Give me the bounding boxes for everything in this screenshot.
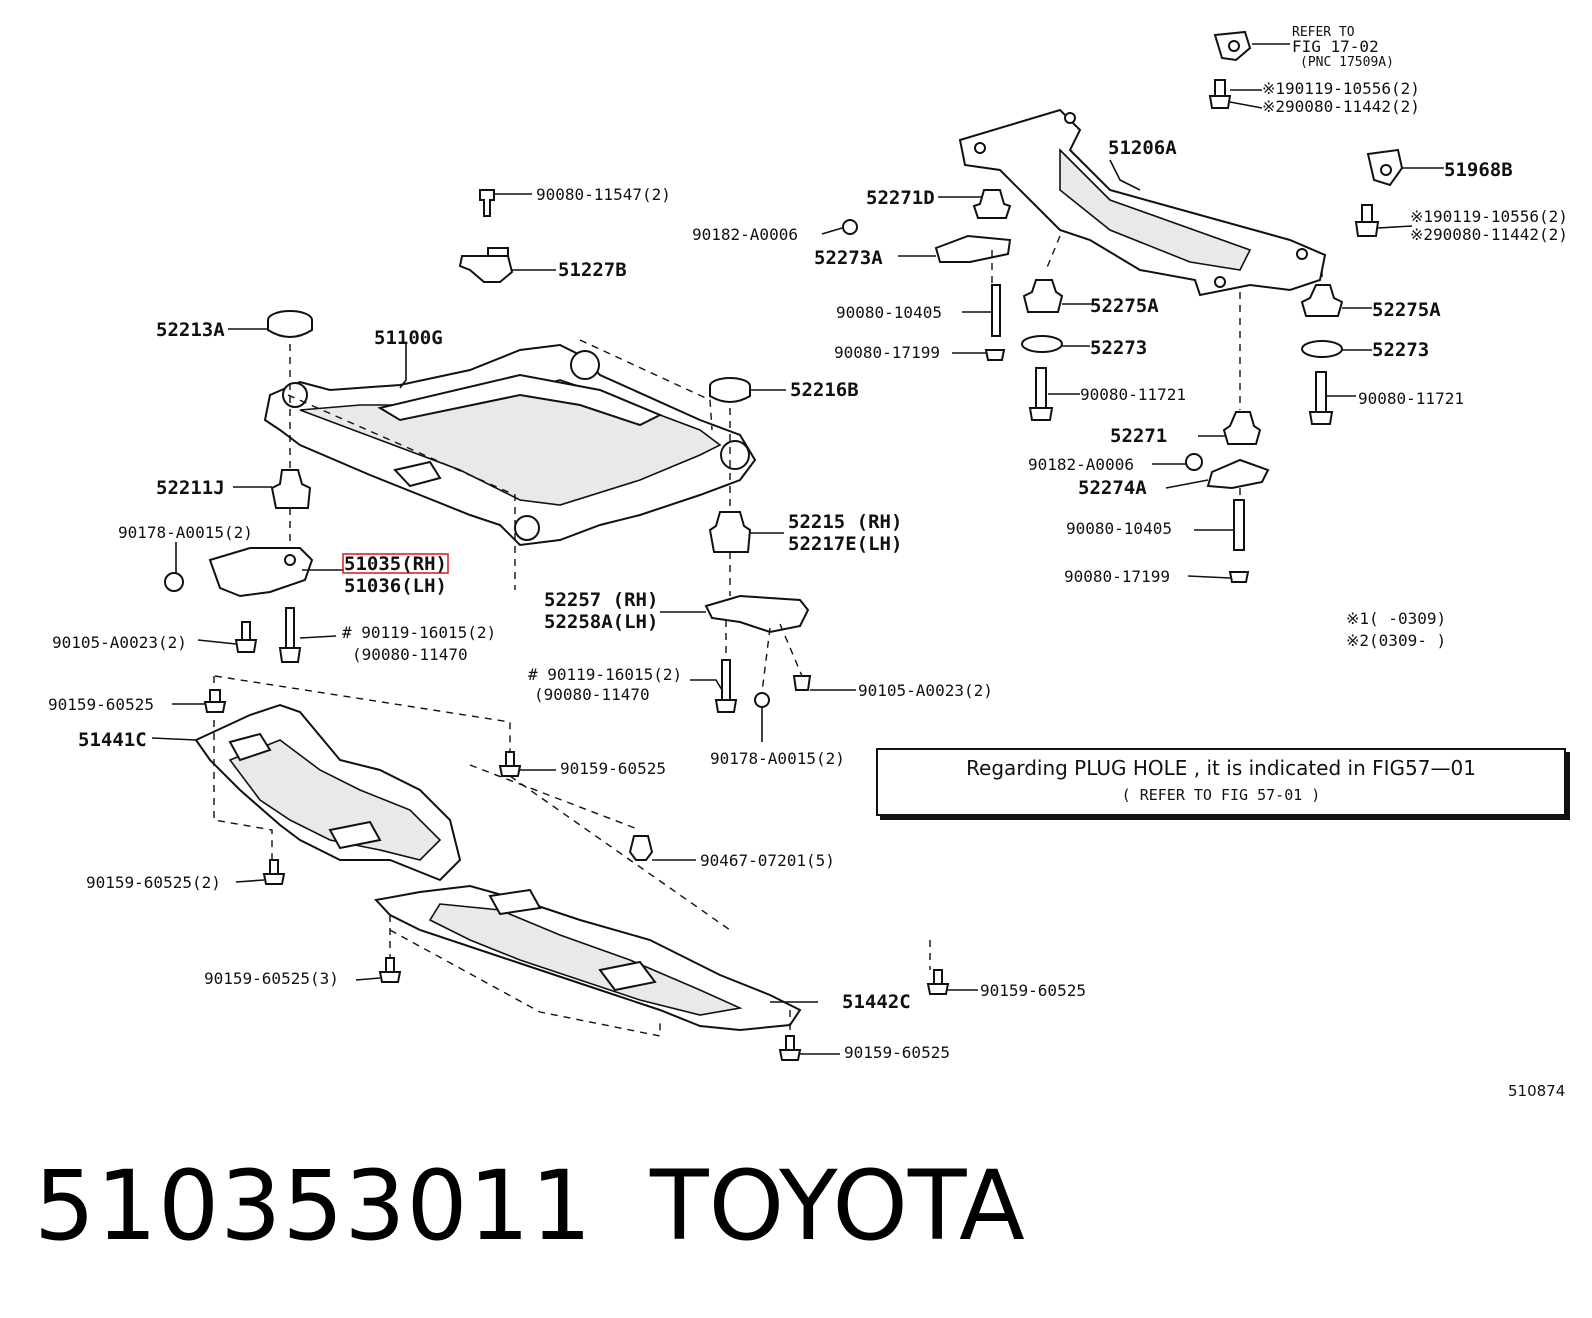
label-90080-11547: 90080-11547(2) bbox=[536, 185, 671, 204]
label-52275A-a: 52275A bbox=[1090, 295, 1159, 317]
label-90080-17199-b: 90080-17199 bbox=[1064, 567, 1170, 586]
leader-lines bbox=[151, 43, 1444, 1055]
note-line-2: ( REFER TO FIG 57-01 ) bbox=[1121, 786, 1321, 804]
label-51206A: 51206A bbox=[1108, 137, 1177, 159]
front-mount-52213A bbox=[267, 310, 313, 338]
label-51035: 51035(RH) bbox=[344, 553, 447, 575]
front-mount-52215 bbox=[708, 511, 752, 553]
note-line-1: Regarding PLUG HOLE , it is indicated in… bbox=[966, 756, 1476, 780]
label-51100G: 51100G bbox=[374, 327, 443, 349]
under-cover-51441C bbox=[194, 703, 462, 882]
label-90105-A0023-b: 90105-A0023(2) bbox=[858, 681, 993, 700]
rear-mount-left-stack bbox=[842, 189, 1064, 421]
label-52275A-b: 52275A bbox=[1372, 299, 1441, 321]
bracket-pnc-17509A bbox=[1208, 30, 1252, 109]
rear-crossmember-51206A bbox=[958, 108, 1327, 297]
label-90159-60525-c: 90159-60525(2) bbox=[86, 873, 221, 892]
highlight-51035 bbox=[342, 553, 449, 574]
label-90159-60525-e: 90159-60525 bbox=[980, 981, 1086, 1000]
label-90080-11470-a: (90080-11470 bbox=[352, 645, 468, 664]
label-52211J: 52211J bbox=[156, 477, 225, 499]
bracket-51035-51036 bbox=[164, 547, 314, 663]
label-90119-16015-a: # 90119-16015(2) bbox=[342, 623, 496, 642]
brand-title: TOYOTA bbox=[650, 1150, 1025, 1262]
label-90182-A0006-a: 90182-A0006 bbox=[692, 225, 798, 244]
label-51441C: 51441C bbox=[78, 729, 147, 751]
label-90159-60525-b: 90159-60525 bbox=[560, 759, 666, 778]
label-90080-11442-top: ※290080-11442(2) bbox=[1262, 97, 1420, 116]
label-52213A: 52213A bbox=[156, 319, 225, 341]
cover-fasteners bbox=[203, 689, 950, 1061]
label-90119-10556-right: ※190119-10556(2) bbox=[1410, 207, 1568, 226]
label-90105-A0023-a: 90105-A0023(2) bbox=[52, 633, 187, 652]
refer-fig-line1: REFER TO bbox=[1292, 25, 1355, 40]
bracket-51968B bbox=[1354, 148, 1404, 237]
label-52257: 52257 (RH) bbox=[544, 589, 658, 611]
front-mount-52216B bbox=[709, 377, 751, 403]
label-90119-16015-b: # 90119-16015(2) bbox=[528, 665, 682, 684]
label-52273-a: 52273 bbox=[1090, 337, 1147, 359]
rear-mount-right-stack bbox=[1185, 284, 1344, 583]
label-90080-11721-b: 90080-11721 bbox=[1358, 389, 1464, 408]
label-90080-10405-b: 90080-10405 bbox=[1066, 519, 1172, 538]
label-90182-A0006-b: 90182-A0006 bbox=[1028, 455, 1134, 474]
refer-fig-line2: FIG 17-02 bbox=[1292, 37, 1379, 56]
label-90178-A0015-b: 90178-A0015(2) bbox=[710, 749, 845, 768]
label-51036: 51036(LH) bbox=[344, 575, 447, 597]
label-90080-11442-right: ※290080-11442(2) bbox=[1410, 225, 1568, 244]
bracket-52257-52258A bbox=[704, 594, 812, 713]
footnote-2: ※2(0309- ) bbox=[1346, 631, 1446, 650]
label-51968B: 51968B bbox=[1444, 159, 1513, 181]
label-52271: 52271 bbox=[1110, 425, 1167, 447]
label-90159-60525-f: 90159-60525 bbox=[844, 1043, 950, 1062]
exploded-parts-diagram: REFER TO FIG 17-02 (PNC 17509A) ※190119-… bbox=[48, 25, 1568, 1062]
bracket-51227B bbox=[458, 189, 514, 283]
label-90080-11721-a: 90080-11721 bbox=[1080, 385, 1186, 404]
callout-labels: REFER TO FIG 17-02 (PNC 17509A) ※190119-… bbox=[48, 25, 1568, 1062]
label-51442C: 51442C bbox=[842, 991, 911, 1013]
label-52271D: 52271D bbox=[866, 187, 935, 209]
part-number-title: 510353011 bbox=[34, 1150, 593, 1262]
label-52273A: 52273A bbox=[814, 247, 883, 269]
footnote-1: ※1( -0309) bbox=[1346, 609, 1446, 628]
label-52258A: 52258A(LH) bbox=[544, 611, 658, 633]
label-52274A: 52274A bbox=[1078, 477, 1147, 499]
under-cover-51442C bbox=[374, 884, 802, 1032]
label-90080-17199-a: 90080-17199 bbox=[834, 343, 940, 362]
label-52273-b: 52273 bbox=[1372, 339, 1429, 361]
label-52215: 52215 (RH) bbox=[788, 511, 902, 533]
figure-number: 510874 bbox=[1508, 1082, 1566, 1100]
label-52216B: 52216B bbox=[790, 379, 859, 401]
plug-hole-note-box: Regarding PLUG HOLE , it is indicated in… bbox=[876, 748, 1566, 816]
label-90080-11470-b: (90080-11470 bbox=[534, 685, 650, 704]
label-52217E: 52217E(LH) bbox=[788, 533, 902, 555]
front-subframe-51100G bbox=[263, 343, 757, 547]
label-90178-A0015-a: 90178-A0015(2) bbox=[118, 523, 253, 542]
label-90119-10556-top: ※190119-10556(2) bbox=[1262, 79, 1420, 98]
label-51227B: 51227B bbox=[558, 259, 627, 281]
label-90159-60525-a: 90159-60525 bbox=[48, 695, 154, 714]
front-mount-52211J bbox=[270, 469, 312, 509]
label-90467-07201: 90467-07201(5) bbox=[700, 851, 835, 870]
label-90080-10405-a: 90080-10405 bbox=[836, 303, 942, 322]
label-90159-60525-d: 90159-60525(3) bbox=[204, 969, 339, 988]
refer-fig-line3: (PNC 17509A) bbox=[1300, 55, 1394, 70]
